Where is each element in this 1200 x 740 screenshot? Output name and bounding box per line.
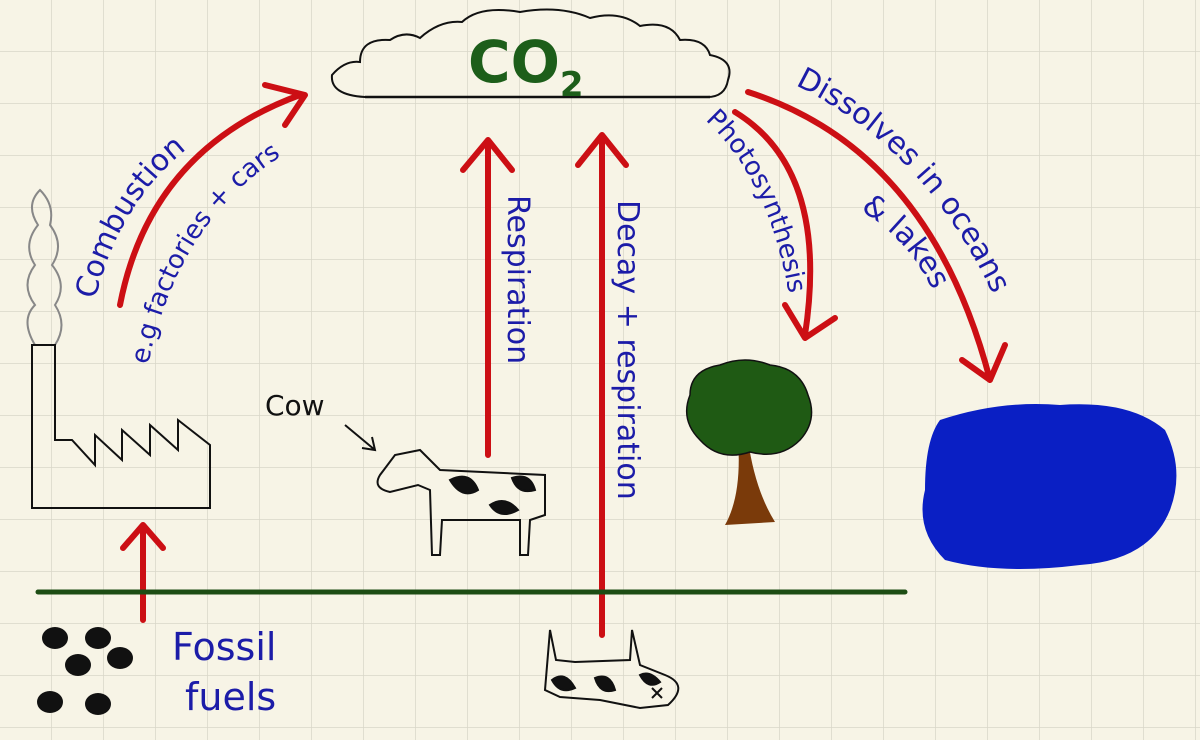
decay-respiration-label: Decay + respiration (610, 200, 645, 500)
tree-canopy (685, 359, 813, 456)
dead-cow-spots (550, 672, 662, 693)
co2-title-subscript: 2 (560, 65, 584, 105)
coal-lump (42, 627, 68, 649)
tree-icon (685, 359, 813, 525)
tree-trunk (725, 440, 775, 525)
fossil-label-1: Fossil (172, 625, 276, 669)
co2-title: CO2 (468, 28, 584, 105)
fossil-fuel-arrow (120, 522, 166, 623)
respiration-arrow (460, 137, 515, 458)
dead-cow-body (543, 629, 680, 710)
dead-cow-icon (543, 629, 680, 710)
cow-body (376, 448, 546, 556)
fossil-label-2: fuels (185, 675, 276, 719)
smoke-icon (26, 188, 63, 346)
cow-spots (448, 475, 537, 515)
coal-lump (37, 691, 63, 713)
dead-cow-x-eye (651, 687, 663, 699)
cow-pointer-arrow (344, 424, 377, 452)
respiration-label: Respiration (500, 195, 535, 364)
fossil-fuel-coal-icon (37, 627, 133, 715)
photosynthesis-arrow (732, 109, 838, 341)
coal-lump (85, 693, 111, 715)
coal-lump (65, 654, 91, 676)
cow-icon (376, 448, 546, 556)
coal-lump (107, 647, 133, 669)
combustion-arrow (117, 82, 308, 308)
co2-title-main: CO (468, 28, 560, 96)
cloud-shape (330, 8, 731, 99)
ocean-lake-icon (922, 404, 1177, 569)
factory-icon (31, 344, 211, 509)
coal-lump (85, 627, 111, 649)
cow-label: Cow (265, 389, 325, 422)
decay-arrow (575, 132, 629, 638)
dissolves-arrow (745, 89, 1008, 383)
